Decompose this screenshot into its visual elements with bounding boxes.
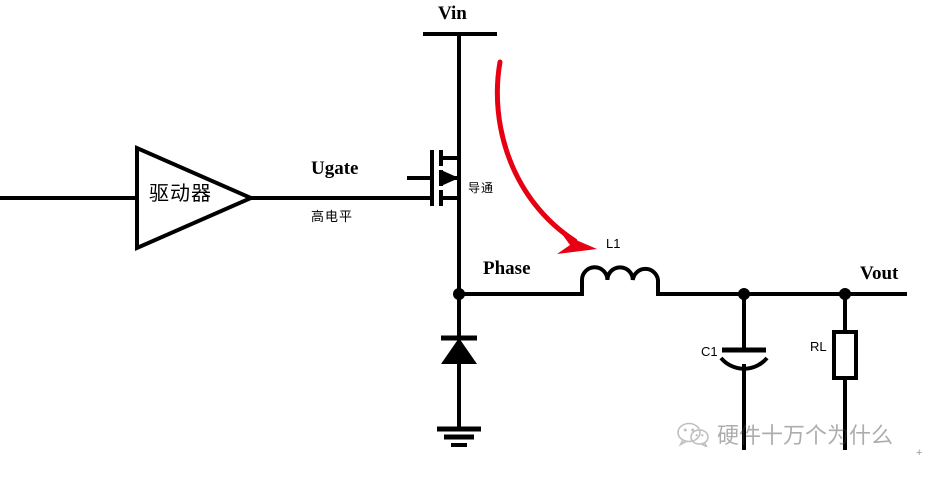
- label-phase: Phase: [483, 258, 531, 279]
- current-flow-arrow-head: [557, 234, 597, 254]
- mosfet-channel-arrow: [441, 170, 459, 186]
- inductor-coil: [580, 265, 660, 294]
- label-ugate: Ugate: [311, 158, 359, 179]
- load-resistor-body: [832, 330, 858, 380]
- label-driver-block: 驱动器: [149, 181, 212, 205]
- label-gate-high-level: 高电平: [311, 210, 354, 225]
- watermark-trailing-mark: +: [916, 447, 923, 459]
- node-dot-capacitor: [738, 288, 750, 300]
- watermark-text: 硬件十万个为什么: [717, 424, 894, 449]
- label-mosfet-conducting: 导通: [468, 181, 495, 195]
- label-inductor-l1: L1: [606, 236, 621, 251]
- label-vout: Vout: [860, 263, 899, 284]
- watermark: 硬件十万个为什么: [676, 418, 893, 450]
- label-vin: Vin: [438, 3, 467, 24]
- wechat-icon: [677, 422, 709, 447]
- label-load-resistor-rl: RL: [810, 339, 827, 354]
- capacitor-bottom-plate: [719, 356, 769, 371]
- node-dot-vout: [839, 288, 851, 300]
- diode-anode-triangle: [441, 338, 477, 364]
- node-dot-phase: [453, 288, 465, 300]
- ground-symbol: [437, 426, 481, 447]
- driver-amplifier-triangle: [135, 144, 256, 252]
- label-capacitor-c1: C1: [701, 344, 718, 359]
- current-flow-arrow-shaft: [494, 59, 578, 244]
